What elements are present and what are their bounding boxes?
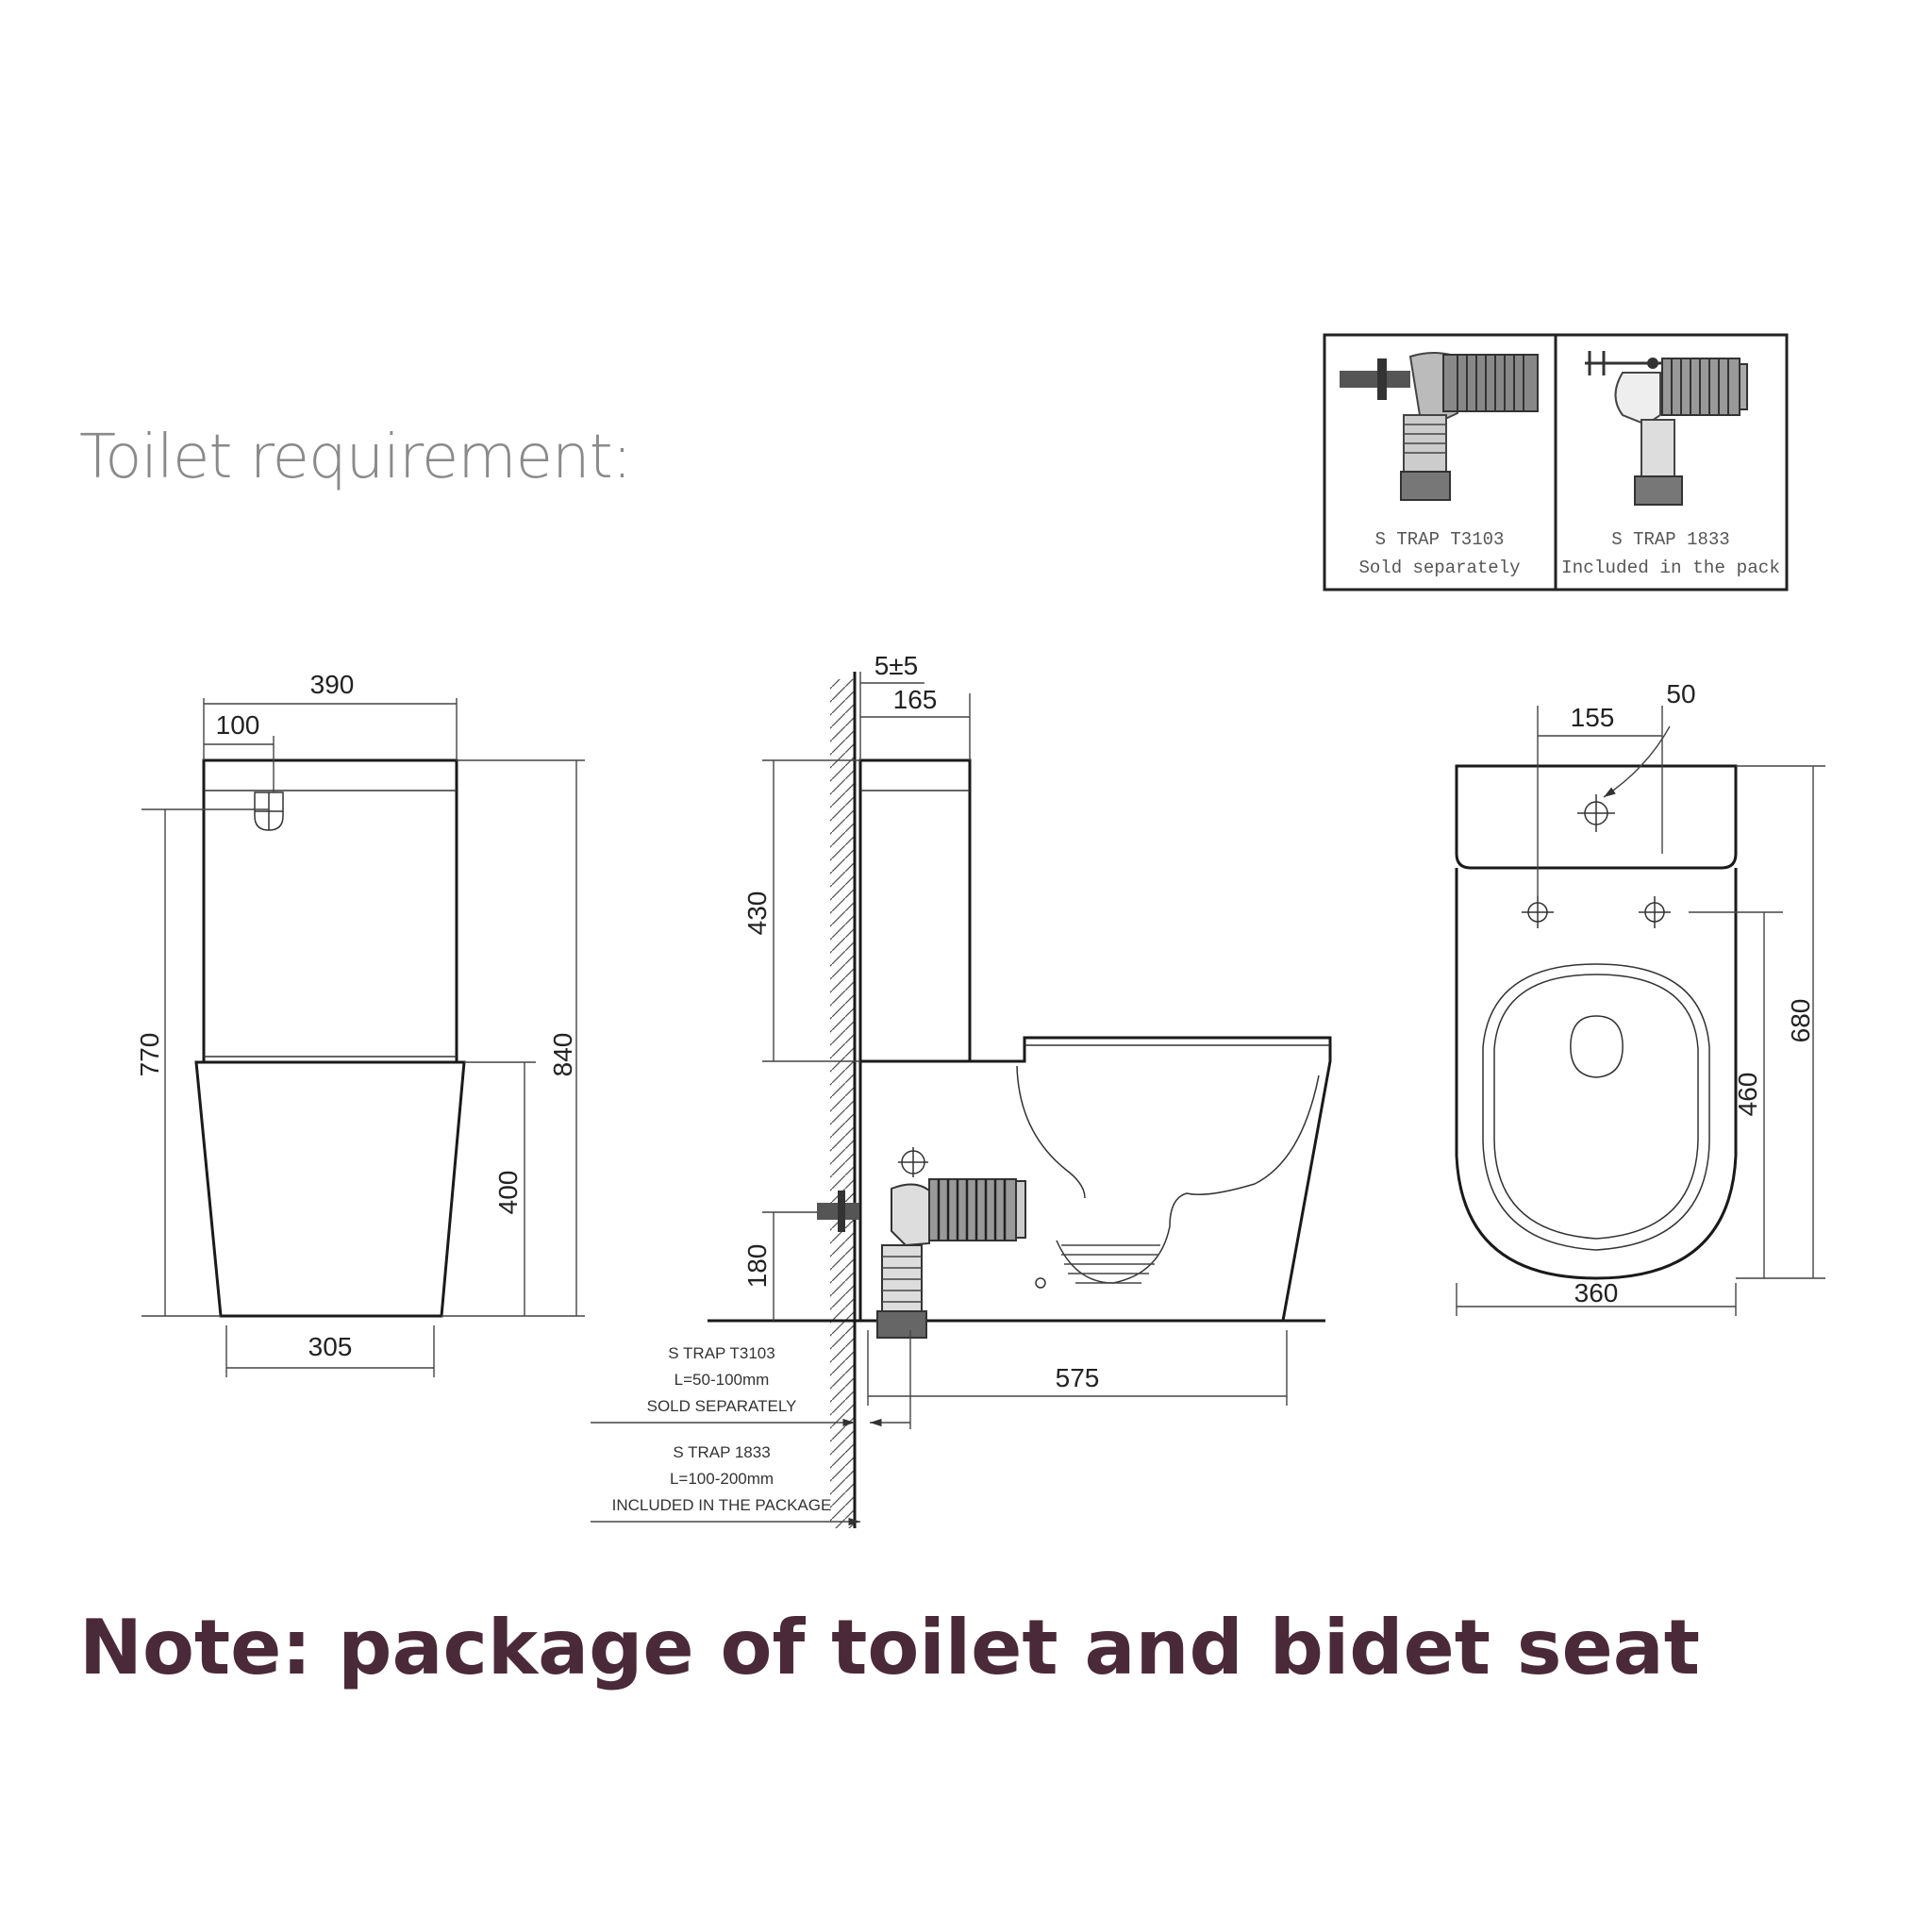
bowl-interior (1016, 1065, 1320, 1284)
fixing-hole-left-icon (1522, 896, 1554, 928)
front-cistern (202, 758, 458, 1064)
trap-t3103-name: S TRAP T3103 (1375, 529, 1505, 550)
flush-button-icon (254, 791, 284, 831)
page-title: Toilet requirement: (79, 423, 632, 492)
dim-fixing-distance: 460 (1733, 1073, 1762, 1117)
front-view: 390 100 305 770 840 400 (135, 670, 585, 1377)
top-view: 155 50 360 680 460 (1455, 679, 1825, 1316)
dim-cistern-depth: 165 (893, 685, 938, 714)
trap-1833-callout-name: S TRAP 1833 (673, 1443, 770, 1461)
fixing-hole-right-icon (1639, 896, 1671, 928)
dim-hole-offset: 155 (1571, 703, 1615, 732)
trapway-lines (1061, 1244, 1160, 1284)
side-cistern (858, 758, 972, 1063)
bowl-opening (1570, 1015, 1624, 1078)
dim-button-offset: 100 (216, 710, 260, 740)
front-pan (194, 1060, 466, 1318)
top-bowl (1455, 868, 1738, 1280)
wall-hatch (830, 679, 855, 1528)
trap-panels: S TRAP T3103 Sold separately S TRAP 1833… (1323, 333, 1789, 591)
dim-cistern-height: 430 (742, 891, 772, 936)
dim-pan-height: 400 (493, 1171, 523, 1215)
dim-hole-diameter: 50 (1666, 679, 1695, 708)
dim-outlet-height: 180 (742, 1244, 772, 1289)
top-seat (1482, 963, 1710, 1251)
side-view: 5±5 165 430 180 575 S TRAP T3103 L=50-10… (591, 651, 1332, 1528)
trap-panel-1833-frame (1554, 333, 1789, 591)
dim-length: 575 (1056, 1363, 1100, 1392)
dim-depth: 680 (1786, 999, 1815, 1043)
tap-hole-icon (1577, 794, 1615, 832)
dim-width: 360 (1574, 1278, 1619, 1307)
trap-t3103-callout-note: SOLD SEPARATELY (647, 1397, 797, 1415)
side-pan (970, 1036, 1332, 1322)
trap-1833-name: S TRAP 1833 (1611, 529, 1729, 550)
trap-t3103-icon (1340, 352, 1539, 501)
dim-base-width: 305 (308, 1332, 353, 1361)
dim-button-height: 770 (135, 1033, 164, 1077)
top-cistern (1455, 764, 1738, 870)
trap-1833-callout-length: L=100-200mm (670, 1470, 774, 1488)
dim-wall-gap: 5±5 (874, 651, 919, 680)
package-note: Note: package of toilet and bidet seat (79, 1604, 1700, 1691)
trap-1833-callout-note: INCLUDED IN THE PACKAGE (612, 1496, 832, 1514)
dim-total-height: 840 (548, 1033, 577, 1077)
trap-t3103-callout-length: L=50-100mm (675, 1371, 770, 1389)
trap-1833-icon (1585, 351, 1748, 506)
side-trap-icon (817, 1147, 1026, 1339)
trap-t3103-callout-name: S TRAP T3103 (668, 1344, 774, 1362)
dim-top-width: 390 (310, 670, 355, 699)
trap-1833-note: Included in the pack (1561, 558, 1780, 578)
trap-t3103-note: Sold separately (1358, 558, 1520, 578)
